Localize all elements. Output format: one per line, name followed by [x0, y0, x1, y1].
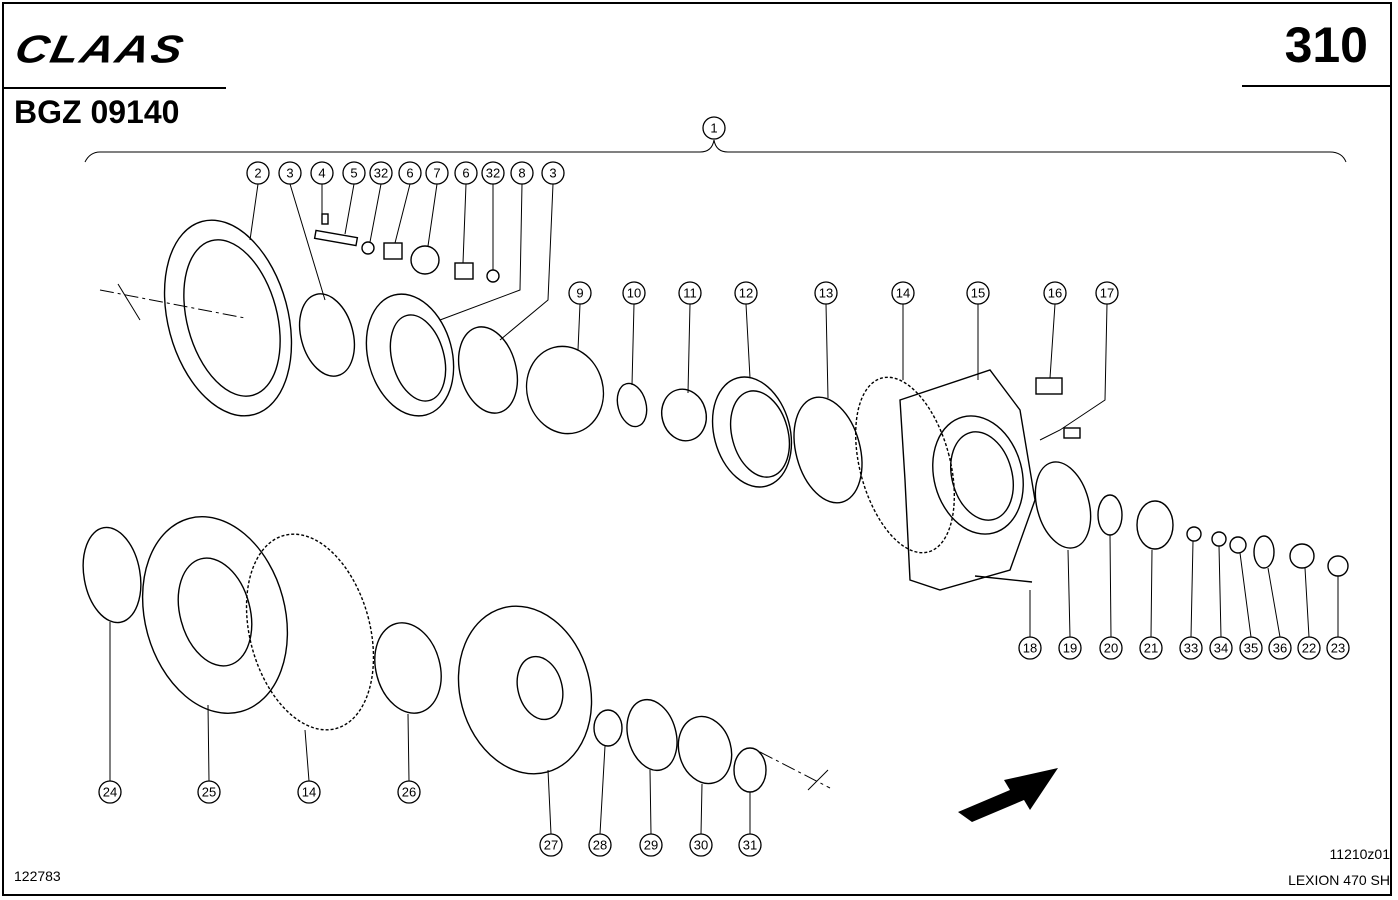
- callout-20: 20: [1099, 636, 1123, 660]
- svg-text:32: 32: [374, 166, 388, 181]
- model-name: LEXION 470 SH: [1288, 872, 1390, 888]
- callout-35: 35: [1239, 636, 1263, 660]
- svg-text:21: 21: [1144, 641, 1158, 656]
- callout-9: 9: [568, 281, 592, 305]
- header-rule: [4, 87, 226, 89]
- svg-text:19: 19: [1063, 641, 1077, 656]
- svg-text:3: 3: [549, 166, 556, 181]
- svg-text:10: 10: [627, 286, 641, 301]
- callout-2: 2: [246, 161, 270, 185]
- svg-text:33: 33: [1184, 641, 1198, 656]
- callout-11: 11: [678, 281, 702, 305]
- svg-text:34: 34: [1214, 641, 1228, 656]
- callouts: 1 2 3 4 5 32 6 7 6 32 8 3 9 10 11 12 13 …: [98, 116, 1350, 857]
- svg-text:11: 11: [683, 286, 697, 301]
- callout-3: 3: [278, 161, 302, 185]
- callout-6: 6: [398, 161, 422, 185]
- svg-text:36: 36: [1273, 641, 1287, 656]
- callout-14: 14: [891, 281, 915, 305]
- callout-19: 19: [1058, 636, 1082, 660]
- page-number-rule: [1242, 85, 1392, 87]
- callout-14: 14: [297, 780, 321, 804]
- svg-text:8: 8: [518, 166, 525, 181]
- document-number: BGZ 09140: [14, 94, 180, 130]
- callout-36: 36: [1268, 636, 1292, 660]
- callout-16: 16: [1043, 281, 1067, 305]
- svg-text:31: 31: [743, 838, 757, 853]
- callout-1: 1: [702, 116, 726, 140]
- svg-text:12: 12: [739, 286, 753, 301]
- callout-32: 32: [369, 161, 393, 185]
- lower-parts: [82, 516, 1058, 822]
- svg-text:26: 26: [402, 785, 416, 800]
- svg-text:35: 35: [1244, 641, 1258, 656]
- callout-18: 18: [1018, 636, 1042, 660]
- callout-21: 21: [1139, 636, 1163, 660]
- upper-parts: [99, 213, 1349, 591]
- svg-text:4: 4: [318, 166, 325, 181]
- callout-29: 29: [639, 833, 663, 857]
- svg-text:6: 6: [462, 166, 469, 181]
- callout-32: 32: [481, 161, 505, 185]
- callout-3: 3: [541, 161, 565, 185]
- svg-text:13: 13: [819, 286, 833, 301]
- svg-text:28: 28: [593, 838, 607, 853]
- svg-text:18: 18: [1023, 641, 1037, 656]
- svg-text:32: 32: [486, 166, 500, 181]
- callout-5: 5: [342, 161, 366, 185]
- callout-24: 24: [98, 780, 122, 804]
- svg-text:3: 3: [286, 166, 293, 181]
- callout-22: 22: [1297, 636, 1321, 660]
- callout-7: 7: [425, 161, 449, 185]
- callout-17: 17: [1095, 281, 1119, 305]
- svg-text:15: 15: [971, 286, 985, 301]
- callout-34: 34: [1209, 636, 1233, 660]
- svg-text:2: 2: [254, 166, 261, 181]
- svg-text:23: 23: [1331, 641, 1345, 656]
- callout-8: 8: [510, 161, 534, 185]
- callout-6: 6: [454, 161, 478, 185]
- footer-code: 122783: [14, 868, 61, 884]
- assembly-bracket: [84, 139, 1347, 163]
- svg-text:25: 25: [202, 785, 216, 800]
- callout-12: 12: [734, 281, 758, 305]
- svg-text:30: 30: [694, 838, 708, 853]
- svg-text:7: 7: [433, 166, 440, 181]
- callout-10: 10: [622, 281, 646, 305]
- callout-26: 26: [397, 780, 421, 804]
- leader-lines: [109, 183, 1339, 835]
- svg-text:22: 22: [1302, 641, 1316, 656]
- svg-text:29: 29: [644, 838, 658, 853]
- callout-15: 15: [966, 281, 990, 305]
- svg-text:14: 14: [896, 286, 910, 301]
- svg-text:5: 5: [350, 166, 357, 181]
- svg-text:24: 24: [103, 785, 117, 800]
- callout-28: 28: [588, 833, 612, 857]
- callout-25: 25: [197, 780, 221, 804]
- svg-text:17: 17: [1100, 286, 1114, 301]
- page-number: 310: [1284, 17, 1368, 73]
- direction-arrow-icon: [958, 768, 1058, 822]
- callout-4: 4: [310, 161, 334, 185]
- callout-27: 27: [539, 833, 563, 857]
- callout-33: 33: [1179, 636, 1203, 660]
- svg-text:16: 16: [1048, 286, 1062, 301]
- callout-13: 13: [814, 281, 838, 305]
- svg-text:14: 14: [302, 785, 316, 800]
- svg-text:6: 6: [406, 166, 413, 181]
- callout-31: 31: [738, 833, 762, 857]
- svg-text:9: 9: [576, 286, 583, 301]
- svg-text:20: 20: [1104, 641, 1118, 656]
- svg-text:1: 1: [710, 121, 717, 136]
- drawing-code: 11210z01: [1329, 846, 1390, 862]
- callout-23: 23: [1326, 636, 1350, 660]
- svg-text:27: 27: [544, 838, 558, 853]
- callout-30: 30: [689, 833, 713, 857]
